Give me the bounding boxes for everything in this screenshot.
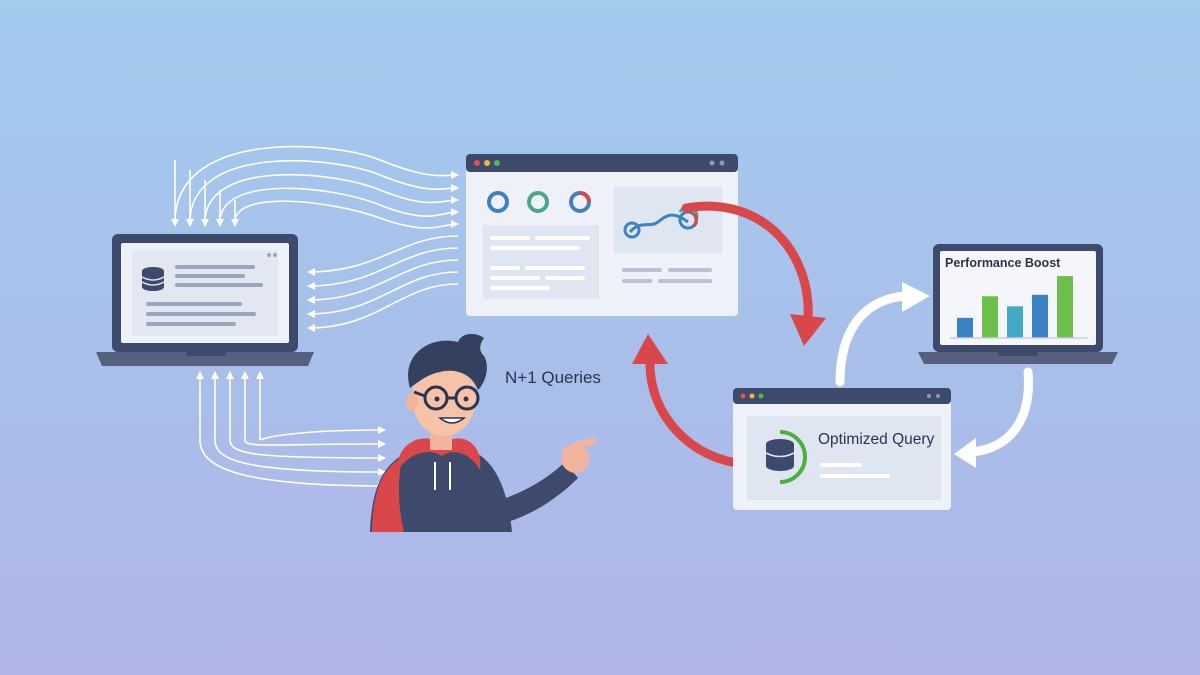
optimized-ring: [779, 430, 807, 484]
dashboard-titlebar: [466, 154, 738, 172]
bottom-arrow-5: [259, 426, 386, 441]
top-arrow-1: [174, 145, 459, 223]
return-arrow-5: [307, 283, 459, 332]
database-icon: [141, 267, 165, 291]
laptop-base: [96, 352, 314, 366]
return-arrows: [307, 235, 459, 332]
return-arrow-4: [307, 271, 459, 318]
performance-bar: [1007, 306, 1023, 338]
laptop-text-lines: [146, 265, 263, 326]
perf-laptop-base: [918, 352, 1118, 364]
sparkline-icon: [623, 205, 699, 239]
top-arrow-3: [204, 173, 459, 223]
dashboard-window: [466, 154, 738, 316]
bottom-arrow-4: [244, 439, 386, 449]
performance-bar: [1032, 294, 1048, 338]
return-arrow-1: [307, 235, 459, 276]
performance-loop-arrows: [835, 282, 1033, 468]
database-icon: [765, 439, 795, 471]
optimized-query-label: Optimized Query: [818, 431, 935, 448]
arm: [500, 462, 578, 522]
return-arrow-2: [307, 247, 459, 290]
red-arrow-right: [681, 201, 813, 325]
red-sleeve: [372, 458, 404, 532]
bar-chart-icon: [950, 276, 1088, 339]
hand: [562, 438, 596, 473]
bottom-arrow-3: [229, 439, 386, 462]
dashboard-panel-chart: [614, 187, 722, 253]
top-arrow-4: [219, 187, 459, 223]
bottom-arrow-2: [214, 439, 386, 476]
performance-boost-label: Performance Boost: [945, 256, 1061, 270]
fan-in-arrows-icon: [171, 145, 459, 229]
face: [412, 360, 476, 436]
developer-avatar: [370, 333, 596, 532]
bottom-arrows: [196, 371, 386, 490]
optimized-titlebar: [733, 388, 951, 404]
left-laptop: [96, 234, 314, 366]
laptop-window: [132, 250, 278, 336]
optimized-query-window: [733, 388, 951, 510]
hoodie: [370, 444, 512, 532]
performance-bar: [957, 317, 973, 338]
top-arrow-2: [189, 159, 459, 223]
hair: [408, 333, 487, 390]
performance-bar: [1057, 276, 1073, 338]
donut-icon: [487, 191, 591, 213]
performance-bar: [982, 296, 998, 338]
return-arrow-3: [307, 259, 459, 304]
top-arrow-5: [234, 200, 459, 229]
n-plus-one-label: N+1 Queries: [505, 368, 601, 387]
smile: [437, 417, 467, 424]
bottom-arrow-1: [199, 439, 386, 490]
glasses-icon: [413, 385, 480, 411]
right-laptop: [918, 244, 1118, 364]
